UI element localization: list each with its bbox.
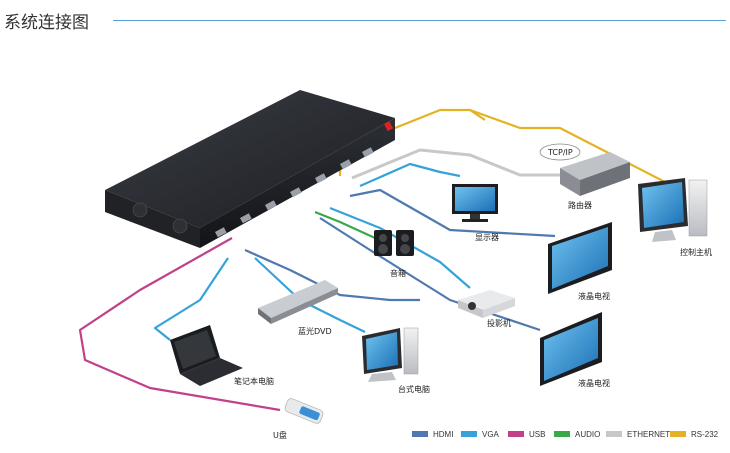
monitor-label: 显示器 (475, 233, 499, 242)
legend-item-usb: USB (508, 427, 545, 441)
matrix-chassis (105, 90, 395, 248)
speaker-device (374, 230, 414, 256)
vga-cable (153, 257, 229, 341)
lcd-tv-label-2: 液晶电视 (578, 379, 610, 388)
control-host-label: 控制主机 (680, 248, 712, 257)
ethernet-cable (351, 148, 565, 180)
projector-device (458, 290, 515, 318)
legend-label: USB (529, 429, 546, 439)
control-host-device (638, 178, 708, 242)
bluray-label: 蓝光DVD (298, 327, 332, 336)
laptop-label: 笔记本电脑 (234, 377, 274, 386)
usb-disk-device (284, 398, 324, 424)
usb-disk-label: U盘 (273, 431, 287, 440)
vga-cable (254, 257, 366, 333)
lcd-tv-device-2 (540, 312, 602, 386)
legend: HDMI VGA USB AUDIO ETHERNET RS-232 (0, 427, 730, 441)
lcd-tv-device-1 (548, 222, 612, 294)
desktop-label: 台式电脑 (398, 385, 430, 394)
legend-swatch (412, 431, 428, 437)
vga-cable (359, 162, 461, 188)
monitor-device (452, 184, 498, 222)
page-title: 系统连接图 (4, 13, 89, 33)
legend-label: HDMI (433, 429, 454, 439)
hdmi-cable (319, 217, 541, 332)
router-label: 路由器 (568, 201, 592, 210)
hdmi-cable (349, 188, 556, 238)
legend-swatch (554, 431, 570, 437)
desktop-device (362, 327, 419, 382)
legend-swatch (508, 431, 524, 437)
speaker-label: 音箱 (390, 269, 406, 278)
legend-item-rs232: RS-232 (670, 427, 718, 441)
laptop-device (170, 325, 243, 386)
legend-item-ethernet: ETHERNET (606, 427, 670, 441)
legend-swatch (670, 431, 686, 437)
bluray-device (258, 280, 338, 324)
lcd-tv-label-1: 液晶电视 (578, 292, 610, 301)
usb-cable (78, 237, 281, 412)
legend-label: VGA (482, 429, 499, 439)
rs232-cable (469, 109, 486, 121)
legend-swatch (461, 431, 477, 437)
legend-item-vga: VGA (461, 427, 499, 441)
legend-item-audio: AUDIO (554, 427, 600, 441)
legend-item-hdmi: HDMI (412, 427, 453, 441)
legend-label: AUDIO (575, 429, 601, 439)
legend-label: ETHERNET (627, 429, 671, 439)
title-divider (113, 20, 726, 21)
legend-swatch (606, 431, 622, 437)
projector-label: 投影机 (487, 319, 511, 328)
hdmi-cable (244, 248, 420, 302)
router-device (539, 143, 630, 196)
legend-label: RS-232 (691, 429, 719, 439)
router-badge-label: TCP/IP (548, 148, 573, 157)
audio-cable (314, 210, 376, 240)
